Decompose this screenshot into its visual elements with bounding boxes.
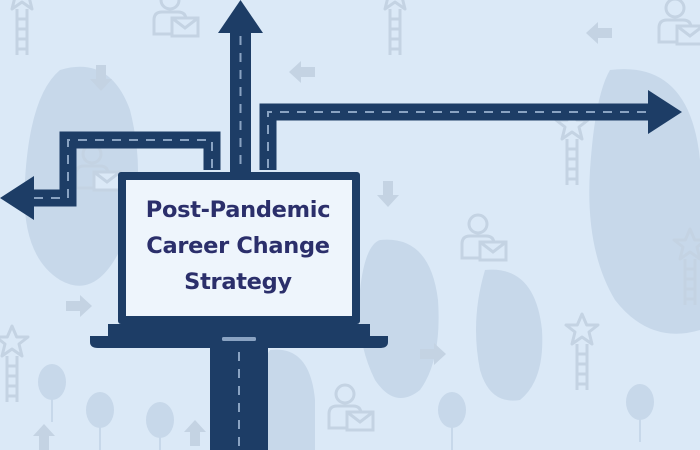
headline-line-3: Strategy [184,269,292,295]
road-arrows [0,0,682,450]
laptop [90,172,388,348]
headline-line-1: Post-Pandemic [145,197,331,223]
headline-line-2: Career Change [146,233,330,259]
headline: Post-Pandemic Career Change Strategy [126,180,350,312]
